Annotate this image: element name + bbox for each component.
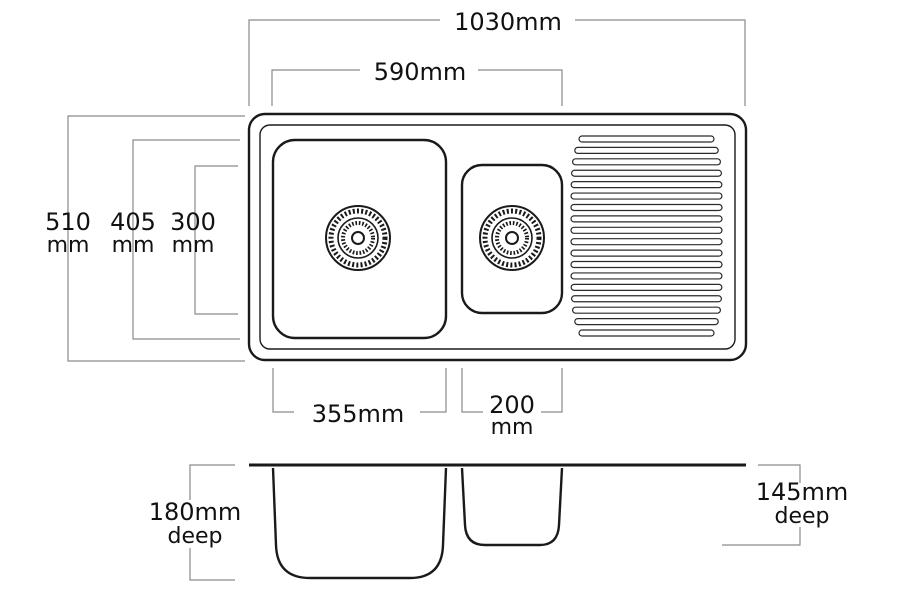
- sink-outer-rim: [247, 112, 748, 362]
- small-bowl-depth-dimension: 145mm deep: [722, 464, 849, 546]
- drainboard-rib: [570, 283, 723, 291]
- drainboard-rib: [570, 272, 723, 280]
- height-300-unit: mm: [172, 233, 215, 258]
- bowl-span-label: 590mm: [374, 58, 467, 86]
- large-bowl-depth-unit: deep: [168, 524, 223, 549]
- drainboard-rib: [571, 306, 722, 314]
- height-510-value: 510: [45, 208, 91, 236]
- height-405-dimension: 405 mm: [110, 139, 240, 340]
- drainboard-rib: [570, 181, 723, 189]
- small-bowl-width-value: 200: [489, 391, 535, 419]
- large-bowl: [271, 138, 448, 340]
- height-405-unit: mm: [112, 233, 155, 258]
- drainboard-rib: [570, 215, 723, 223]
- drainboard-rib: [570, 203, 723, 212]
- large-bowl-width-dimension: 355mm: [272, 368, 447, 428]
- drainboard-ribs: [570, 135, 723, 337]
- small-bowl-profile: [460, 467, 564, 547]
- sink-side-profile: [249, 463, 746, 580]
- sink-inner-rim: [259, 124, 736, 350]
- drainboard-rib: [570, 169, 723, 177]
- drainboard-rib: [570, 192, 723, 200]
- small-bowl-width-unit: mm: [491, 415, 534, 440]
- large-bowl-drain-icon: [325, 205, 391, 271]
- small-bowl-width-dimension: 200 mm: [461, 368, 563, 440]
- drainboard-rib: [578, 329, 715, 337]
- drainboard-rib: [570, 260, 723, 269]
- small-bowl-drain-icon: [479, 205, 545, 271]
- overall-width-dimension: 1030mm: [248, 8, 746, 106]
- drainboard-rib: [574, 317, 719, 326]
- small-bowl: [460, 163, 564, 315]
- large-bowl-depth-value: 180mm: [149, 498, 242, 526]
- bowl-span-dimension: 590mm: [271, 58, 563, 106]
- drainboard-rib: [571, 158, 722, 166]
- drainboard-rib: [570, 295, 723, 303]
- height-510-unit: mm: [47, 233, 90, 258]
- height-510-dimension: 510 mm: [45, 115, 245, 362]
- drainboard-rib: [578, 135, 715, 143]
- small-bowl-depth-unit: deep: [775, 504, 830, 529]
- large-bowl-depth-dimension: 180mm deep: [149, 464, 242, 581]
- height-300-value: 300: [170, 208, 216, 236]
- drainboard-rib: [570, 226, 723, 234]
- drainboard-rib: [570, 238, 723, 246]
- height-405-value: 405: [110, 208, 156, 236]
- overall-width-label: 1030mm: [454, 8, 562, 36]
- large-bowl-profile: [271, 467, 448, 580]
- small-bowl-depth-value: 145mm: [756, 478, 849, 506]
- large-bowl-width-label: 355mm: [312, 400, 405, 428]
- height-300-dimension: 300 mm: [170, 165, 238, 315]
- drainboard-rib: [570, 249, 723, 257]
- drainboard-rib: [574, 146, 719, 155]
- sink-top-view: [247, 112, 748, 362]
